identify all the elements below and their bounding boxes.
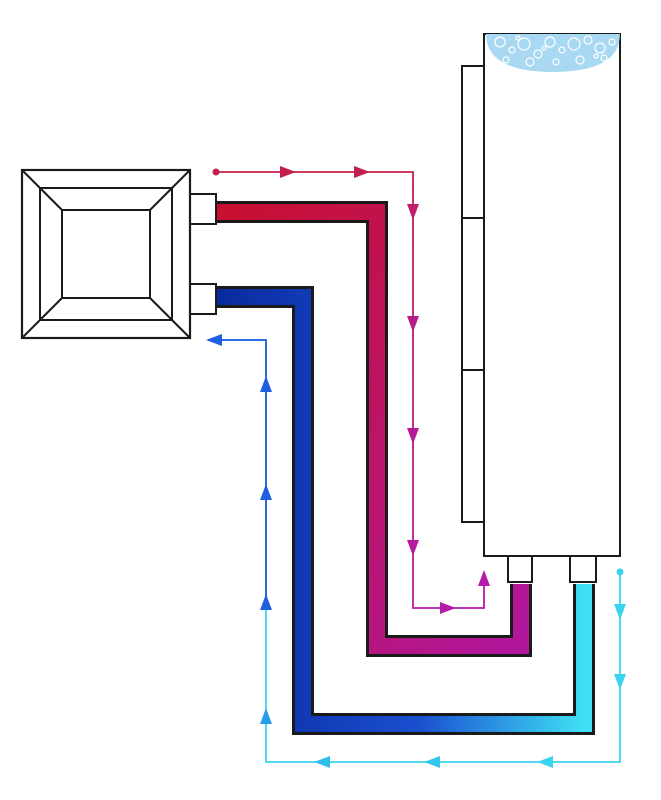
flow-arrow-icon <box>614 604 626 620</box>
tank-bubbles-icon <box>486 34 620 72</box>
cold-flow-indicator <box>206 334 626 768</box>
flow-arrow-icon <box>407 316 419 332</box>
flow-arrow-icon <box>407 204 419 220</box>
hot-flow-start-dot <box>212 168 220 176</box>
flow-arrow-icon <box>424 756 440 768</box>
tank-side-panel <box>461 65 485 523</box>
flow-arrow-icon <box>407 428 419 444</box>
flow-arrow-icon <box>478 570 490 586</box>
flow-arrow-icon <box>440 602 456 614</box>
flow-arrow-icon <box>206 334 222 346</box>
flow-arrow-icon <box>354 166 370 178</box>
storage-tank-icon <box>461 33 621 583</box>
unit-port-bottom <box>187 283 217 315</box>
hot-flow-indicator <box>212 166 490 614</box>
flow-arrow-icon <box>260 594 272 610</box>
cold-return-pipe-fill <box>216 289 592 732</box>
unit-port-top <box>187 193 217 225</box>
flow-arrow-icon <box>614 674 626 690</box>
flow-arrow-icon <box>280 166 296 178</box>
flow-arrow-icon <box>314 756 330 768</box>
flow-arrow-icon <box>260 708 272 724</box>
tank-body <box>483 33 621 557</box>
tank-inlet-port <box>569 555 597 583</box>
tank-outlet-port <box>507 555 533 583</box>
flow-arrow-icon <box>260 484 272 500</box>
flow-arrow-icon <box>260 376 272 392</box>
cold-flow-start-dot <box>616 568 624 576</box>
flow-arrow-icon <box>537 756 553 768</box>
air-handler-box-icon <box>20 168 217 340</box>
unit-inner-frame <box>39 187 173 321</box>
flow-arrow-icon <box>407 540 419 556</box>
hot-supply-pipe-fill <box>216 204 529 654</box>
unit-center-panel <box>61 209 151 299</box>
